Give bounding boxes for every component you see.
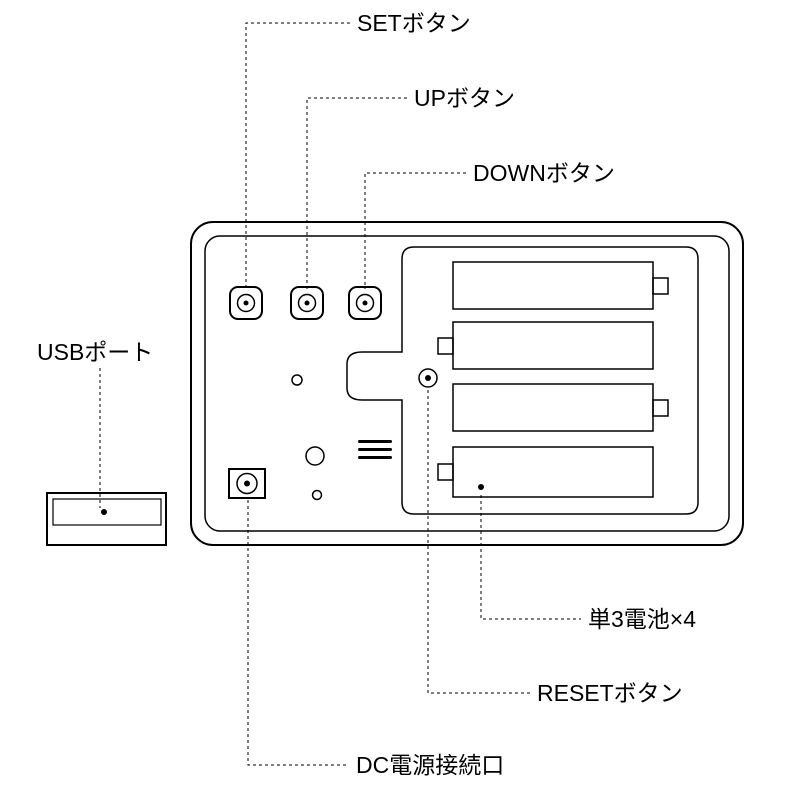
vent-slot-2 [358,448,392,451]
labels: SETボタン UPボタン DOWNボタン USBポート 単3電池×4 RESET… [37,10,696,778]
up-button-ring [297,293,317,313]
case-details [228,374,392,501]
set-button-label: SETボタン [357,10,471,36]
speaker-vent-slots [358,440,392,459]
batteries-anchor-dot [478,484,484,490]
up-button-drawing [290,286,324,320]
usb-port-outer [46,492,167,546]
battery-compartment [346,246,699,515]
batteries-label: 単3電池×4 [588,606,696,632]
reset-leader-line [427,390,530,694]
battery-slot-4-terminal [437,463,454,481]
battery-slot-4 [452,446,654,498]
down-leader-line [364,172,466,289]
set-leader-line [245,22,350,289]
battery-slot-1-terminal [652,277,669,295]
dc-jack-ring [236,472,258,495]
down-button-drawing [348,286,382,320]
up-button-dot [304,300,310,306]
reset-button-ring [418,368,438,388]
usb-port-inner [52,498,162,526]
reset-button-label: RESETボタン [537,680,683,706]
screw-hole-small-top [291,374,303,386]
battery-slot-1 [452,261,654,310]
down-button-ring [355,293,375,313]
set-button-drawing [229,286,263,320]
set-button-ring [236,293,256,313]
battery-slot-2 [452,321,654,370]
down-button-label: DOWNボタン [473,160,615,186]
device-inner-panel [204,235,730,532]
usb-port-dot [101,509,107,515]
reset-button-dot [425,375,431,381]
usb-port-drawing [46,492,167,546]
usb-port-label: USBポート [37,339,153,365]
battery-slot-2-terminal [437,337,454,355]
dc-jack-body [228,468,266,499]
down-button-dot [362,300,368,306]
up-button-label: UPボタン [414,85,515,111]
dc-jack-drawing [228,468,266,499]
device-outer-case [190,221,744,546]
vent-slot-1 [358,440,392,443]
dc-jack-dot [244,480,250,487]
screw-hole-small-bottom [311,489,323,501]
dc-leader-line [247,500,349,766]
vent-slot-3 [358,456,392,459]
device-body [190,221,744,546]
hole-medium [305,446,325,466]
down-button-body [348,286,382,320]
set-button-dot [243,300,249,306]
dc-power-label: DC電源接続口 [356,752,504,778]
reset-button-drawing [418,368,438,388]
leader-lines [99,22,581,766]
battery-compartment-outline [346,246,699,515]
battery-slot-3 [452,383,654,432]
up-leader-line [306,97,407,289]
battery-slot-3-terminal [652,399,669,417]
